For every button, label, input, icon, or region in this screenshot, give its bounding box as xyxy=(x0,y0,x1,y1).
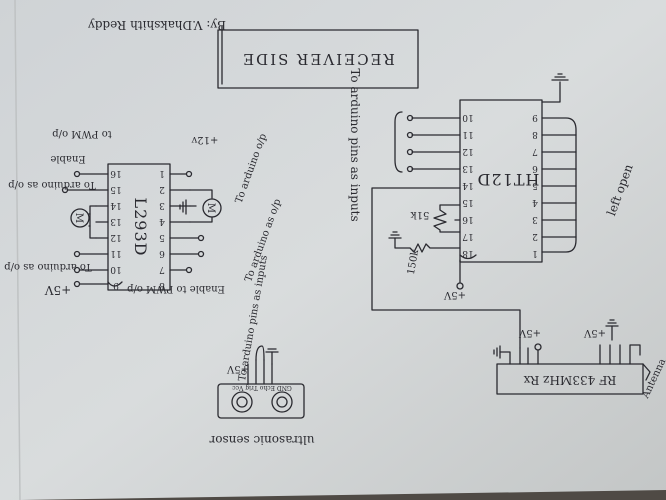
pin-number: 5 xyxy=(159,232,165,242)
pin-number: 6 xyxy=(159,248,165,258)
l293d-enable-bottom: Enable to PWM o/p xyxy=(127,283,225,294)
ultrasonic-label: ultrasonic sensor xyxy=(209,433,314,447)
pin-number: 17 xyxy=(462,231,474,241)
l293d-label: L293D xyxy=(131,198,150,257)
ht12d-chip: HT12D 10 11 12 13 14 15 16 17 18 9 8 7 6 5 4 3 2 1 To ar… xyxy=(348,68,636,349)
pin-number: 3 xyxy=(159,200,165,210)
pin-number: 18 xyxy=(462,248,474,258)
motor-right-label: M xyxy=(205,203,216,213)
pin-number: 9 xyxy=(113,280,119,290)
pin-number: 2 xyxy=(532,231,538,241)
pin-number: 10 xyxy=(110,264,122,274)
ht12d-vcc: +5V xyxy=(443,289,466,300)
pin-number: 8 xyxy=(532,129,538,139)
l293d-vcc: +5V xyxy=(44,283,71,297)
pin-number: 13 xyxy=(110,216,122,226)
pin-number: 16 xyxy=(462,214,474,224)
pin-number: 9 xyxy=(532,112,538,122)
ht12d-label: HT12D xyxy=(477,170,540,189)
pin-number: 2 xyxy=(159,184,165,194)
motor-left-label: M xyxy=(73,213,84,223)
l293d-enable-top: Enable xyxy=(50,153,85,164)
l293d-twelve-v: +12v xyxy=(191,134,218,145)
ultrasonic-pins: GND Echo Trig Vcc xyxy=(232,384,292,391)
rf-vcc2: +5V xyxy=(583,327,606,338)
l293d-arduino-left2: To arduino as o/p xyxy=(4,261,92,272)
pin-number: 4 xyxy=(532,197,538,207)
title-box: RECEIVER SIDE xyxy=(217,25,419,89)
pin-number: 7 xyxy=(159,264,165,274)
pin-number: 3 xyxy=(532,214,538,224)
l293d-arduino-left: To arduino as o/p xyxy=(8,179,96,190)
pin-number: 11 xyxy=(462,129,473,139)
pin-number: 5 xyxy=(532,180,538,190)
pin-number: 15 xyxy=(462,197,474,207)
ht12d-note: To arduino pins as inputs xyxy=(348,68,362,221)
pin-number: 4 xyxy=(159,216,165,226)
pin-number: 10 xyxy=(462,112,474,122)
pin-number: 1 xyxy=(532,248,538,258)
pin-number: 14 xyxy=(462,180,474,190)
pin-number: 1 xyxy=(159,168,165,178)
pin-number: 8 xyxy=(159,280,165,290)
title-text: RECEIVER SIDE xyxy=(241,50,395,68)
pin-number: 12 xyxy=(462,146,473,156)
pin-number: 15 xyxy=(110,184,122,194)
ht12d-res-label: 51k xyxy=(410,209,430,220)
pin-number: 14 xyxy=(110,200,122,210)
pin-number: 13 xyxy=(462,163,474,173)
resistor-label: 150k xyxy=(406,248,421,276)
pin-number: 11 xyxy=(110,248,121,258)
l293d-pwm-note: to PWM o/p xyxy=(52,128,111,139)
pin-number: 6 xyxy=(532,163,538,173)
rf-vcc1: +5V xyxy=(518,327,541,338)
pin-number: 16 xyxy=(110,168,122,178)
ultrasonic-vcc: +5V xyxy=(226,363,249,374)
author-text: By: V.Dhakshith Reddy xyxy=(88,18,226,32)
pin-number: 7 xyxy=(532,146,538,156)
pin-number: 12 xyxy=(110,232,121,242)
rf-label: RF 433MHz Rx xyxy=(523,373,616,387)
